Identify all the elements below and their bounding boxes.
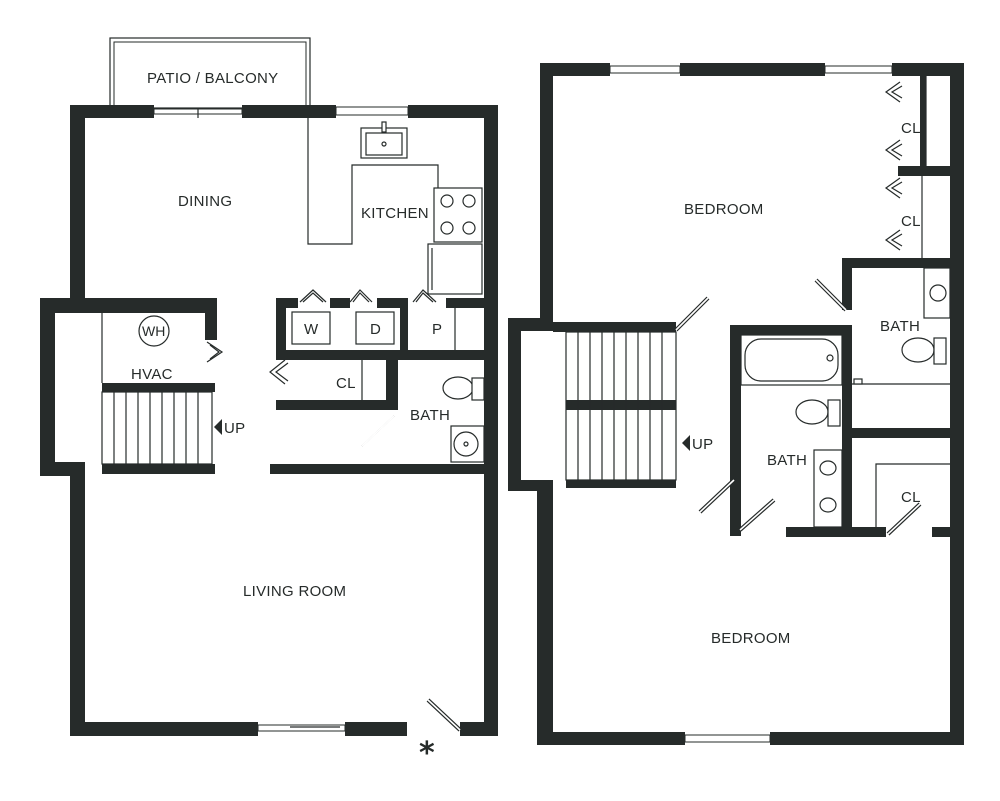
hall-bath-label: BATH xyxy=(767,452,807,469)
water-heater-label: WH xyxy=(142,323,165,339)
stairs-first-floor xyxy=(101,391,222,465)
first-floor: PATIO / BALCONY DINING KITCHEN WH HVAC W… xyxy=(40,37,498,771)
toilet-icon xyxy=(442,376,474,400)
closet-1-label: CL xyxy=(901,120,921,137)
second-floor-exterior-walls xyxy=(508,63,964,745)
closets-top-right xyxy=(884,76,927,258)
closet-label: CL xyxy=(336,375,356,392)
patio-label: PATIO / BALCONY xyxy=(147,70,278,87)
hvac-area xyxy=(101,313,224,383)
first-floor-windows xyxy=(153,106,409,732)
closet-first-floor xyxy=(269,359,363,400)
laundry-area xyxy=(291,289,456,350)
patio-balcony xyxy=(109,37,311,109)
master-bath xyxy=(814,267,951,385)
closet-3-label: CL xyxy=(901,489,921,506)
stove-icon xyxy=(433,187,483,243)
kitchen-fixtures xyxy=(307,118,483,295)
entry-door xyxy=(426,698,462,732)
stairs-second-floor xyxy=(565,331,690,481)
stairs-up-label-2: UP xyxy=(692,436,713,453)
dining-label: DINING xyxy=(178,193,232,210)
half-bath xyxy=(361,376,485,463)
second-floor: BEDROOM CL CL BATH BATH CL UP BEDROOM xyxy=(508,63,964,745)
kitchen-label: KITCHEN xyxy=(361,205,429,222)
first-floor-interior-walls xyxy=(55,298,498,474)
toilet-icon xyxy=(795,399,829,425)
bedroom-top-label: BEDROOM xyxy=(684,201,764,218)
washer-label: W xyxy=(304,321,319,338)
hvac-label: HVAC xyxy=(131,366,173,383)
second-floor-interior-walls xyxy=(553,76,950,537)
closet-bottom-right xyxy=(875,463,950,536)
washer-icon xyxy=(291,311,331,345)
water-heater-icon xyxy=(138,315,170,347)
bedroom-door xyxy=(674,296,710,332)
stairs-arrow-icon xyxy=(214,419,222,435)
closet-2-label: CL xyxy=(901,213,921,230)
hall-bath xyxy=(698,334,843,532)
master-bath-label: BATH xyxy=(880,318,920,335)
pantry-label: P xyxy=(432,321,442,338)
entry-marker: * xyxy=(419,736,435,771)
bedroom-bottom-label: BEDROOM xyxy=(711,630,791,647)
living-room-label: LIVING ROOM xyxy=(243,583,346,600)
bath-label: BATH xyxy=(410,407,450,424)
dryer-label: D xyxy=(370,321,381,338)
fridge-icon xyxy=(427,243,483,295)
second-floor-windows xyxy=(609,65,893,743)
toilet-icon xyxy=(901,337,935,363)
stairs-up-label: UP xyxy=(224,420,245,437)
stairs-arrow-icon xyxy=(682,435,690,451)
dryer-icon xyxy=(355,311,395,345)
